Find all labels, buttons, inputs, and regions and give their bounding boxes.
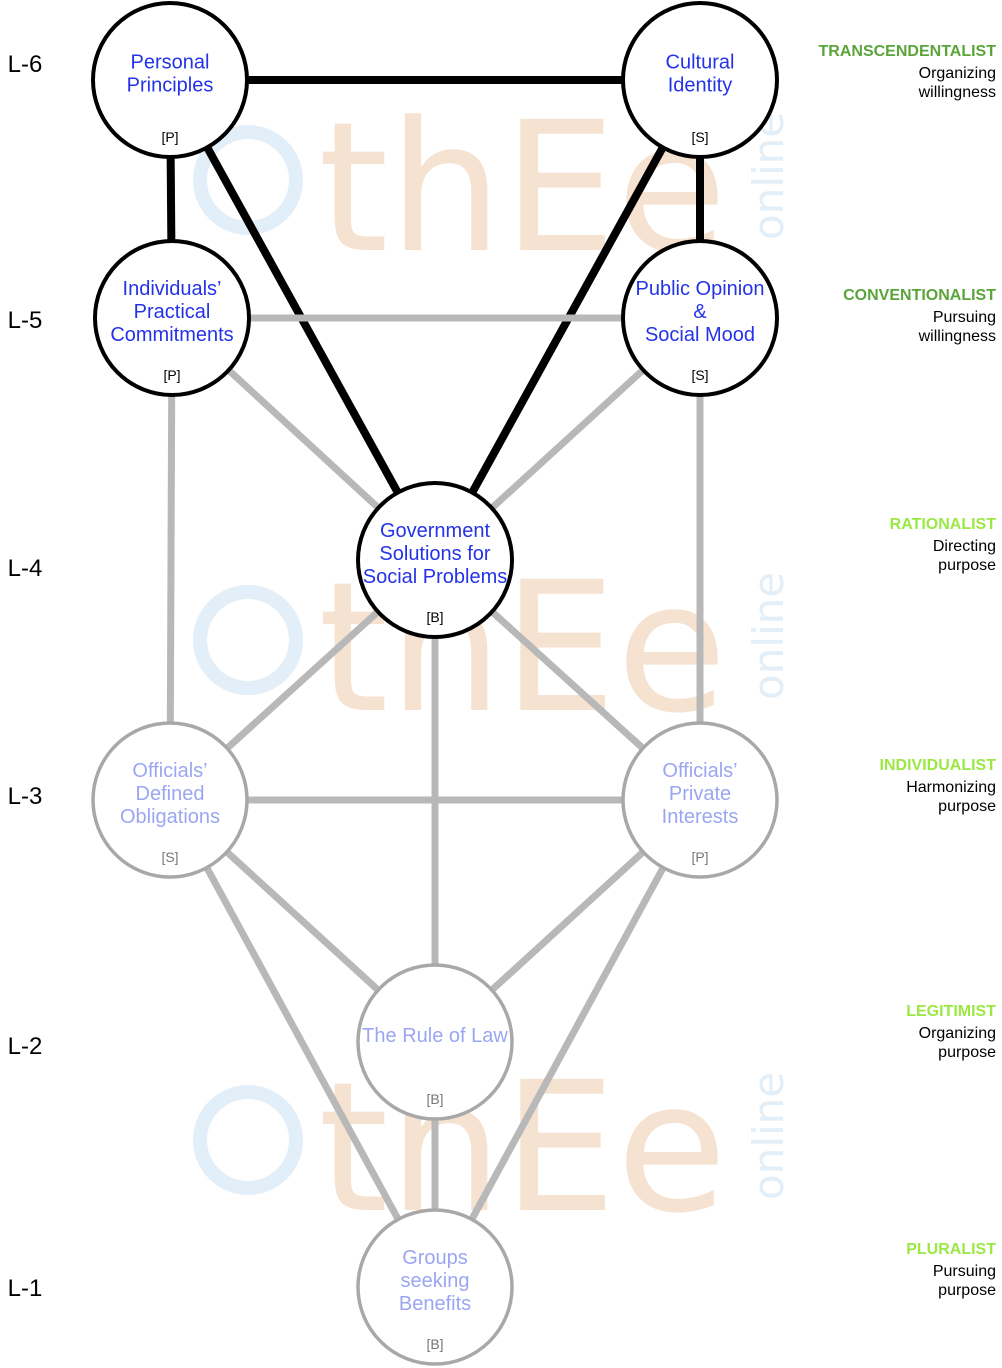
- node-circle: [356, 481, 514, 639]
- level-desc-line1: Directing: [933, 538, 996, 555]
- node-label-line: Officials’: [132, 760, 207, 782]
- level-type: TRANSCENDENTALIST: [819, 43, 997, 60]
- level-type: LEGITIMIST: [906, 1003, 996, 1020]
- level-desc-line2: willingness: [918, 84, 996, 101]
- node-label-line: Defined: [136, 783, 205, 805]
- node-tag: [P]: [163, 367, 180, 383]
- level-desc-line2: purpose: [938, 798, 996, 815]
- node-tag: [B]: [426, 609, 443, 625]
- node-tag: [P]: [161, 129, 178, 145]
- node-label-line: Cultural: [666, 52, 735, 74]
- node-label-line: Commitments: [110, 324, 233, 346]
- level-desc-line1: Pursuing: [933, 309, 996, 326]
- node-label-line: Obligations: [120, 806, 220, 828]
- node-label-line: The Rule of Law: [362, 1025, 508, 1047]
- level-desc-line1: Pursuing: [933, 1263, 996, 1280]
- node-public: Public Opinion&Social Mood [S]: [621, 239, 779, 397]
- edge-officials-defined-to-groups: [166, 798, 439, 1289]
- level-desc-line1: Organizing: [919, 1025, 996, 1042]
- node-label-line: &: [693, 301, 707, 323]
- level-desc-line2: willingness: [918, 328, 996, 345]
- node-label-line: Individuals’: [123, 278, 222, 300]
- node-label-line: Benefits: [399, 1293, 471, 1315]
- node-label-line: Practical: [134, 301, 211, 323]
- level-description-L1: PLURALIST Pursuing purpose: [906, 1241, 996, 1299]
- node-circle: [91, 1, 249, 159]
- node-label-line: Personal: [131, 52, 210, 74]
- level-label-L4: L-4: [8, 555, 43, 582]
- level-type: RATIONALIST: [890, 516, 997, 533]
- level-description-L2: LEGITIMIST Organizing purpose: [906, 1003, 996, 1061]
- level-descriptions: TRANSCENDENTALISTOrganizingwillingnessCO…: [819, 43, 997, 1299]
- node-label-line: Public Opinion: [636, 278, 765, 300]
- level-label-L3: L-3: [8, 783, 43, 810]
- node-label-line: Social Problems: [363, 566, 508, 588]
- level-type: INDIVIDUALIST: [880, 757, 997, 774]
- level-description-L6: TRANSCENDENTALIST Organizing willingness: [819, 43, 997, 101]
- node-circle: [93, 239, 251, 397]
- node-circle: [91, 721, 249, 879]
- node-label-line: seeking: [401, 1270, 470, 1292]
- node-tag: [B]: [426, 1336, 443, 1352]
- node-label-line: Groups: [402, 1247, 468, 1269]
- level-label-L6: L-6: [8, 51, 43, 78]
- level-type: CONVENTIONALIST: [843, 287, 996, 304]
- level-labels: L-6L-5L-4L-3L-2L-1: [8, 51, 43, 1302]
- node-tag: [P]: [691, 849, 708, 865]
- level-desc-line1: Harmonizing: [906, 779, 996, 796]
- level-desc-line2: purpose: [938, 557, 996, 574]
- watermark-subtext: online: [744, 1072, 793, 1200]
- node-tag: [S]: [161, 849, 178, 865]
- node-label-line: Private: [669, 783, 731, 805]
- node-circle: [621, 721, 779, 879]
- level-desc-line2: purpose: [938, 1282, 996, 1299]
- level-desc-line2: purpose: [938, 1044, 996, 1061]
- node-rule-of-law: The Rule of Law [B]: [356, 963, 514, 1121]
- node-label-line: Social Mood: [645, 324, 755, 346]
- edge-individuals-to-officials-defined: [166, 317, 176, 801]
- level-description-L5: CONVENTIONALIST Pursuing willingness: [843, 287, 996, 345]
- node-tag: [B]: [426, 1091, 443, 1107]
- node-circle: [621, 1, 779, 159]
- edge-officials-private-to-groups: [431, 798, 704, 1289]
- node-circle: [356, 963, 514, 1121]
- node-tag: [S]: [691, 367, 708, 383]
- level-description-L4: RATIONALIST Directing purpose: [890, 516, 997, 574]
- level-type: PLURALIST: [906, 1241, 996, 1258]
- level-label-L5: L-5: [8, 307, 43, 334]
- level-label-L2: L-2: [8, 1033, 43, 1060]
- node-circle: [621, 239, 779, 397]
- node-label-line: Principles: [127, 75, 214, 97]
- level-label-L1: L-1: [8, 1275, 43, 1302]
- level-desc-line1: Organizing: [919, 65, 996, 82]
- node-label-line: Officials’: [662, 760, 737, 782]
- node-label-line: Interests: [662, 806, 739, 828]
- level-description-L3: INDIVIDUALIST Harmonizing purpose: [880, 757, 997, 815]
- node-label-line: Solutions for: [379, 543, 491, 565]
- node-label-line: Identity: [668, 75, 732, 97]
- node-label-line: Government: [380, 520, 490, 542]
- node-tag: [S]: [691, 129, 708, 145]
- node-circle: [356, 1208, 514, 1366]
- watermark-subtext: online: [744, 572, 793, 700]
